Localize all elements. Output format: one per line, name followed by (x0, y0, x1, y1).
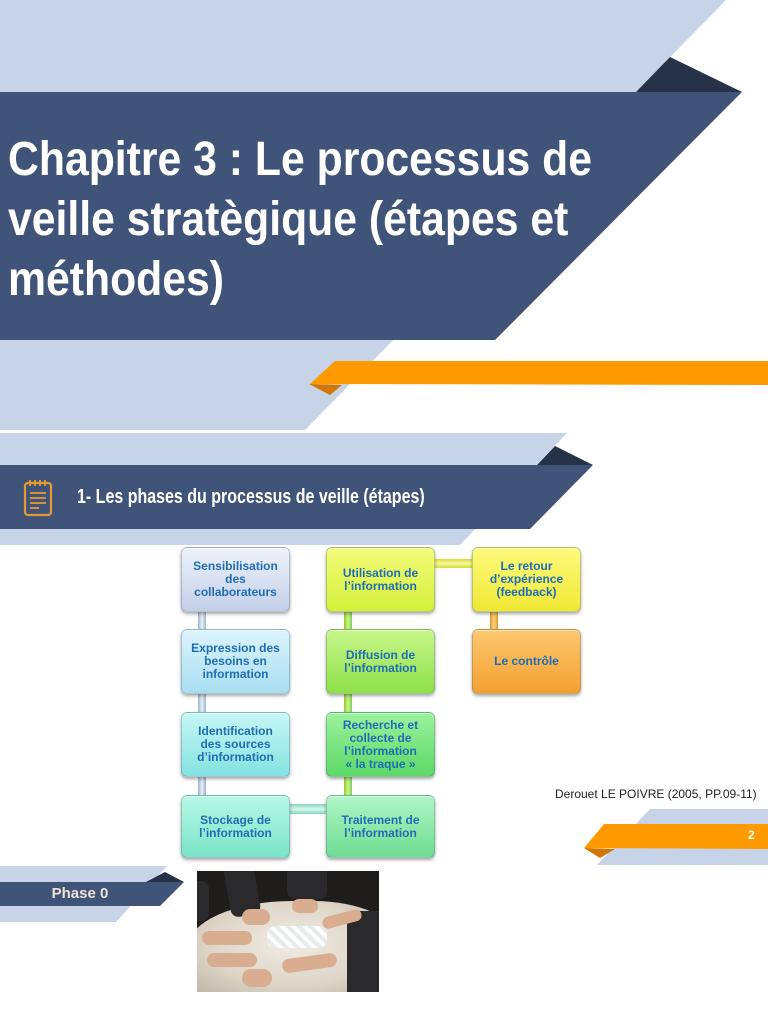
photo-hand (292, 899, 318, 913)
connector-row1 (433, 559, 474, 568)
process-box-retour: Le retour d’expérience (feedback) (472, 547, 581, 612)
process-box-utilisation: Utilisation de l’information (326, 547, 435, 612)
phase-fold-triangle (146, 872, 184, 882)
page-orange-fold (584, 848, 615, 858)
phase-dark-band (0, 882, 184, 906)
process-box-controle: Le contrôle (472, 629, 581, 694)
process-box-traitement: Traitement de l’information (326, 795, 435, 858)
photo-hand (202, 931, 252, 945)
process-box-stockage: Stockage de l’information (181, 795, 290, 858)
connector-col3 (490, 610, 498, 632)
process-box-recherche: Recherche et collecte de l’information «… (326, 712, 435, 777)
page-number: 2 (748, 828, 755, 842)
orange-ribbon-fold (309, 384, 342, 395)
title-line: veille stratègique (étapes et (8, 193, 569, 246)
source-citation: Derouet LE POIVRE (2005, PP.09-11) (555, 787, 757, 801)
title-line: Chapitre 3 : Le processus de (8, 133, 593, 186)
notepad-icon (23, 480, 53, 517)
photo-hand (242, 969, 272, 987)
process-box-sensibilisation: Sensibilisation des collaborateurs (181, 547, 290, 612)
connector-row4 (288, 804, 328, 814)
page-orange-ribbon (584, 824, 768, 849)
photo-hand (207, 953, 257, 967)
header-dark-band (0, 92, 742, 340)
title-line: méthodes) (8, 253, 225, 306)
process-box-identification: Identification des sources d’information (181, 712, 290, 777)
phase-label: Phase 0 (51, 885, 109, 902)
header-fold-triangle (636, 57, 742, 92)
photo-puzzle-pieces (267, 926, 327, 948)
process-box-expression: Expression des besoins en information (181, 629, 290, 694)
connector-col2 (344, 610, 352, 798)
orange-ribbon (310, 361, 768, 385)
page-title: Chapitre 3 : Le processus de veille stra… (8, 130, 592, 310)
photo-sleeve (347, 911, 379, 992)
photo-sleeve (287, 871, 327, 899)
section-fold-triangle (537, 446, 593, 465)
process-box-diffusion: Diffusion de l’information (326, 629, 435, 694)
section-heading: 1- Les phases du processus de veille (ét… (77, 486, 425, 508)
team-puzzle-photo (197, 871, 379, 992)
section-dark-band (0, 465, 593, 529)
photo-hand (242, 909, 270, 925)
photo-sleeve (197, 881, 209, 921)
connector-col1 (198, 610, 206, 798)
